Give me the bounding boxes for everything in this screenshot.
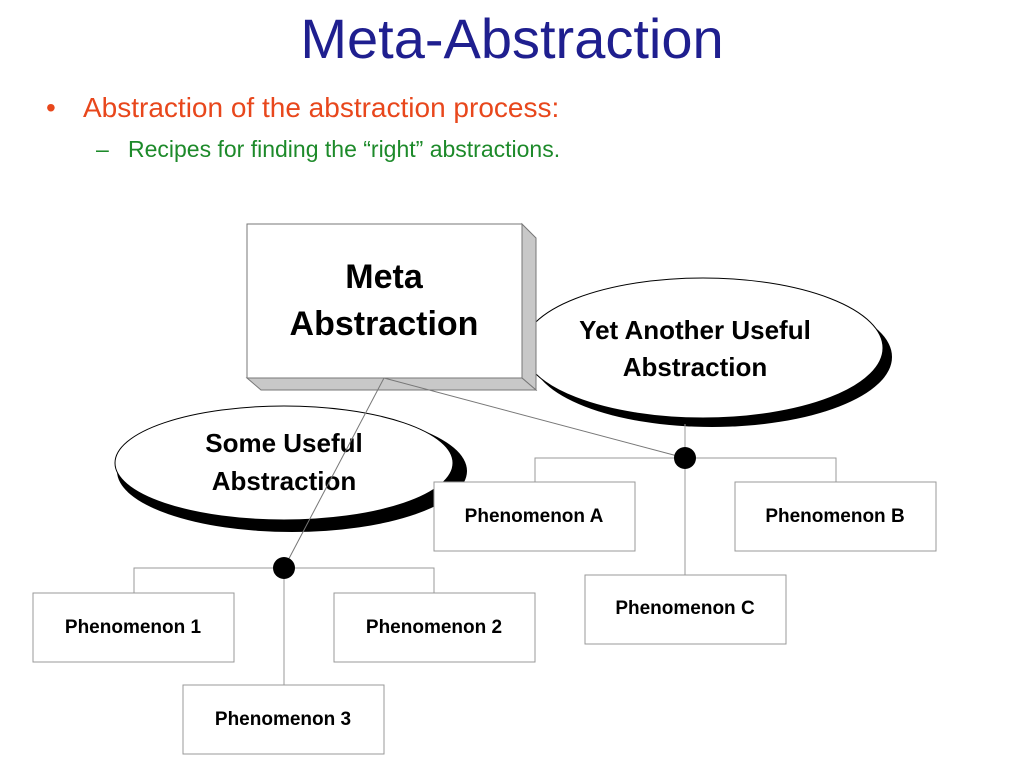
phenomenon-box-c: Phenomenon C — [584, 574, 787, 645]
ellipse-b-line1: Some Useful — [205, 428, 363, 458]
ellipse-a-line2: Abstraction — [623, 352, 767, 382]
junction-dot-numbers — [273, 557, 295, 579]
phenomenon-box-a: Phenomenon A — [433, 481, 636, 552]
connector-meta-to-node-a — [383, 377, 686, 459]
slide-title: Meta-Abstraction — [300, 7, 724, 70]
bullet-marker: • — [46, 92, 56, 123]
phenomenon-label: Phenomenon A — [465, 506, 604, 527]
bullet-text: Abstraction of the abstraction process: — [83, 92, 560, 123]
phenomenon-box-b: Phenomenon B — [734, 481, 937, 552]
phenomenon-box-1: Phenomenon 1 — [32, 592, 235, 663]
bullet-text: Recipes for finding the “right” abstract… — [128, 136, 561, 162]
junction-dot-letters — [674, 447, 696, 469]
ellipse-yet-another-useful-abstraction: Yet Another Useful Abstraction — [522, 277, 892, 427]
phenomenon-label: Phenomenon 2 — [366, 617, 502, 638]
meta-box-line1: Meta — [345, 258, 424, 296]
connector-meta-to-node-b — [283, 377, 385, 569]
ellipse-a-line1: Yet Another Useful — [579, 315, 811, 345]
phenomenon-label: Phenomenon B — [765, 506, 904, 527]
phenomenon-label: Phenomenon 3 — [215, 709, 351, 730]
meta-abstraction-box: Meta Abstraction — [245, 222, 538, 392]
ellipse-b-line2: Abstraction — [212, 466, 356, 496]
ellipse-some-useful-abstraction: Some Useful Abstraction — [114, 405, 467, 532]
bullet-marker: – — [96, 136, 109, 162]
meta-box-line2: Abstraction — [290, 305, 479, 343]
phenomenon-label: Phenomenon C — [615, 598, 755, 619]
phenomenon-box-2: Phenomenon 2 — [333, 592, 536, 663]
phenomenon-box-3: Phenomenon 3 — [182, 684, 385, 755]
phenomenon-label: Phenomenon 1 — [65, 617, 202, 638]
